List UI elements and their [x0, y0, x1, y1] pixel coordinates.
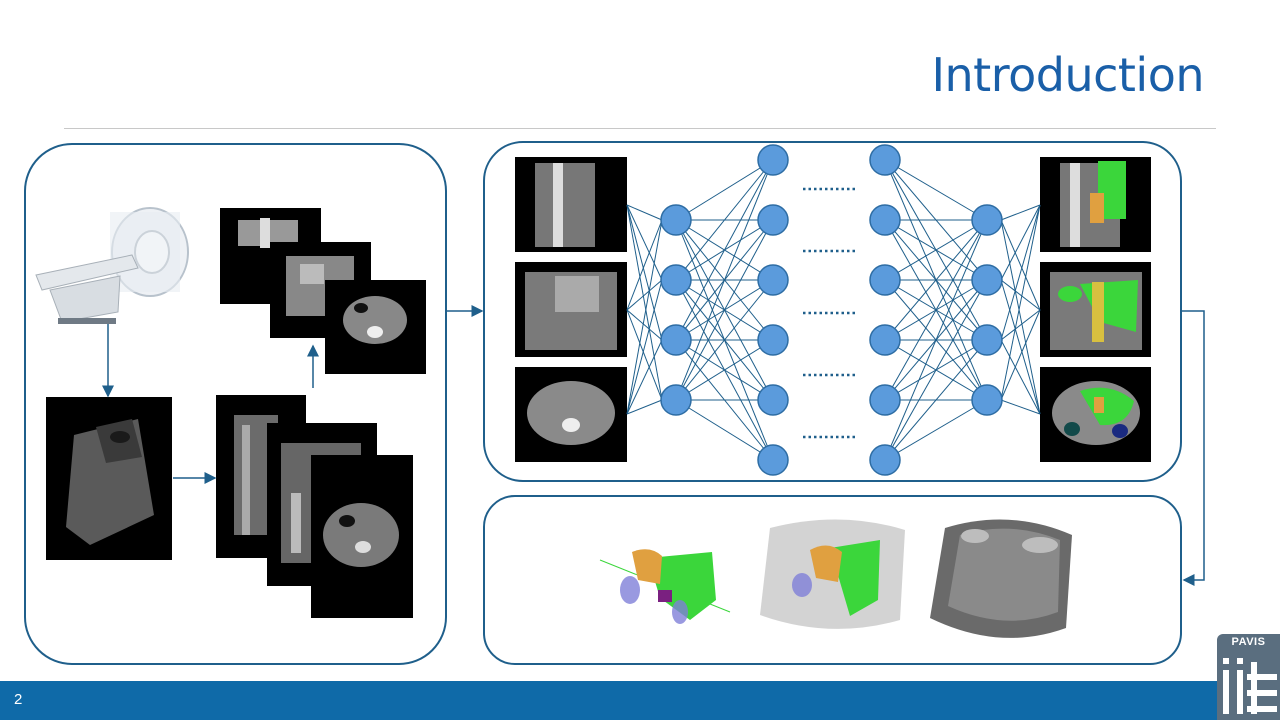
network-panel — [483, 141, 1182, 482]
iit-logo — [1217, 634, 1280, 720]
input-sagittal-slice — [515, 157, 627, 252]
network-to-render-arrow — [1182, 310, 1205, 586]
acquisition-panel — [24, 143, 447, 665]
page-number: 2 — [14, 691, 23, 708]
title-divider — [64, 128, 1216, 129]
input-axial-slice — [515, 367, 627, 462]
footer-bar — [0, 681, 1280, 720]
ct-volume-image — [46, 397, 172, 560]
axial-slice — [325, 280, 426, 374]
output-axial-segmentation — [1040, 367, 1151, 462]
output-sagittal-segmentation — [1040, 157, 1151, 252]
page-title: Introduction — [931, 48, 1204, 102]
input-coronal-slice — [515, 262, 627, 357]
logo-label: PAVIS — [1231, 636, 1266, 648]
render-3d-panel — [483, 495, 1182, 665]
axial-stack-slice — [311, 455, 413, 618]
output-coronal-segmentation — [1040, 262, 1151, 357]
